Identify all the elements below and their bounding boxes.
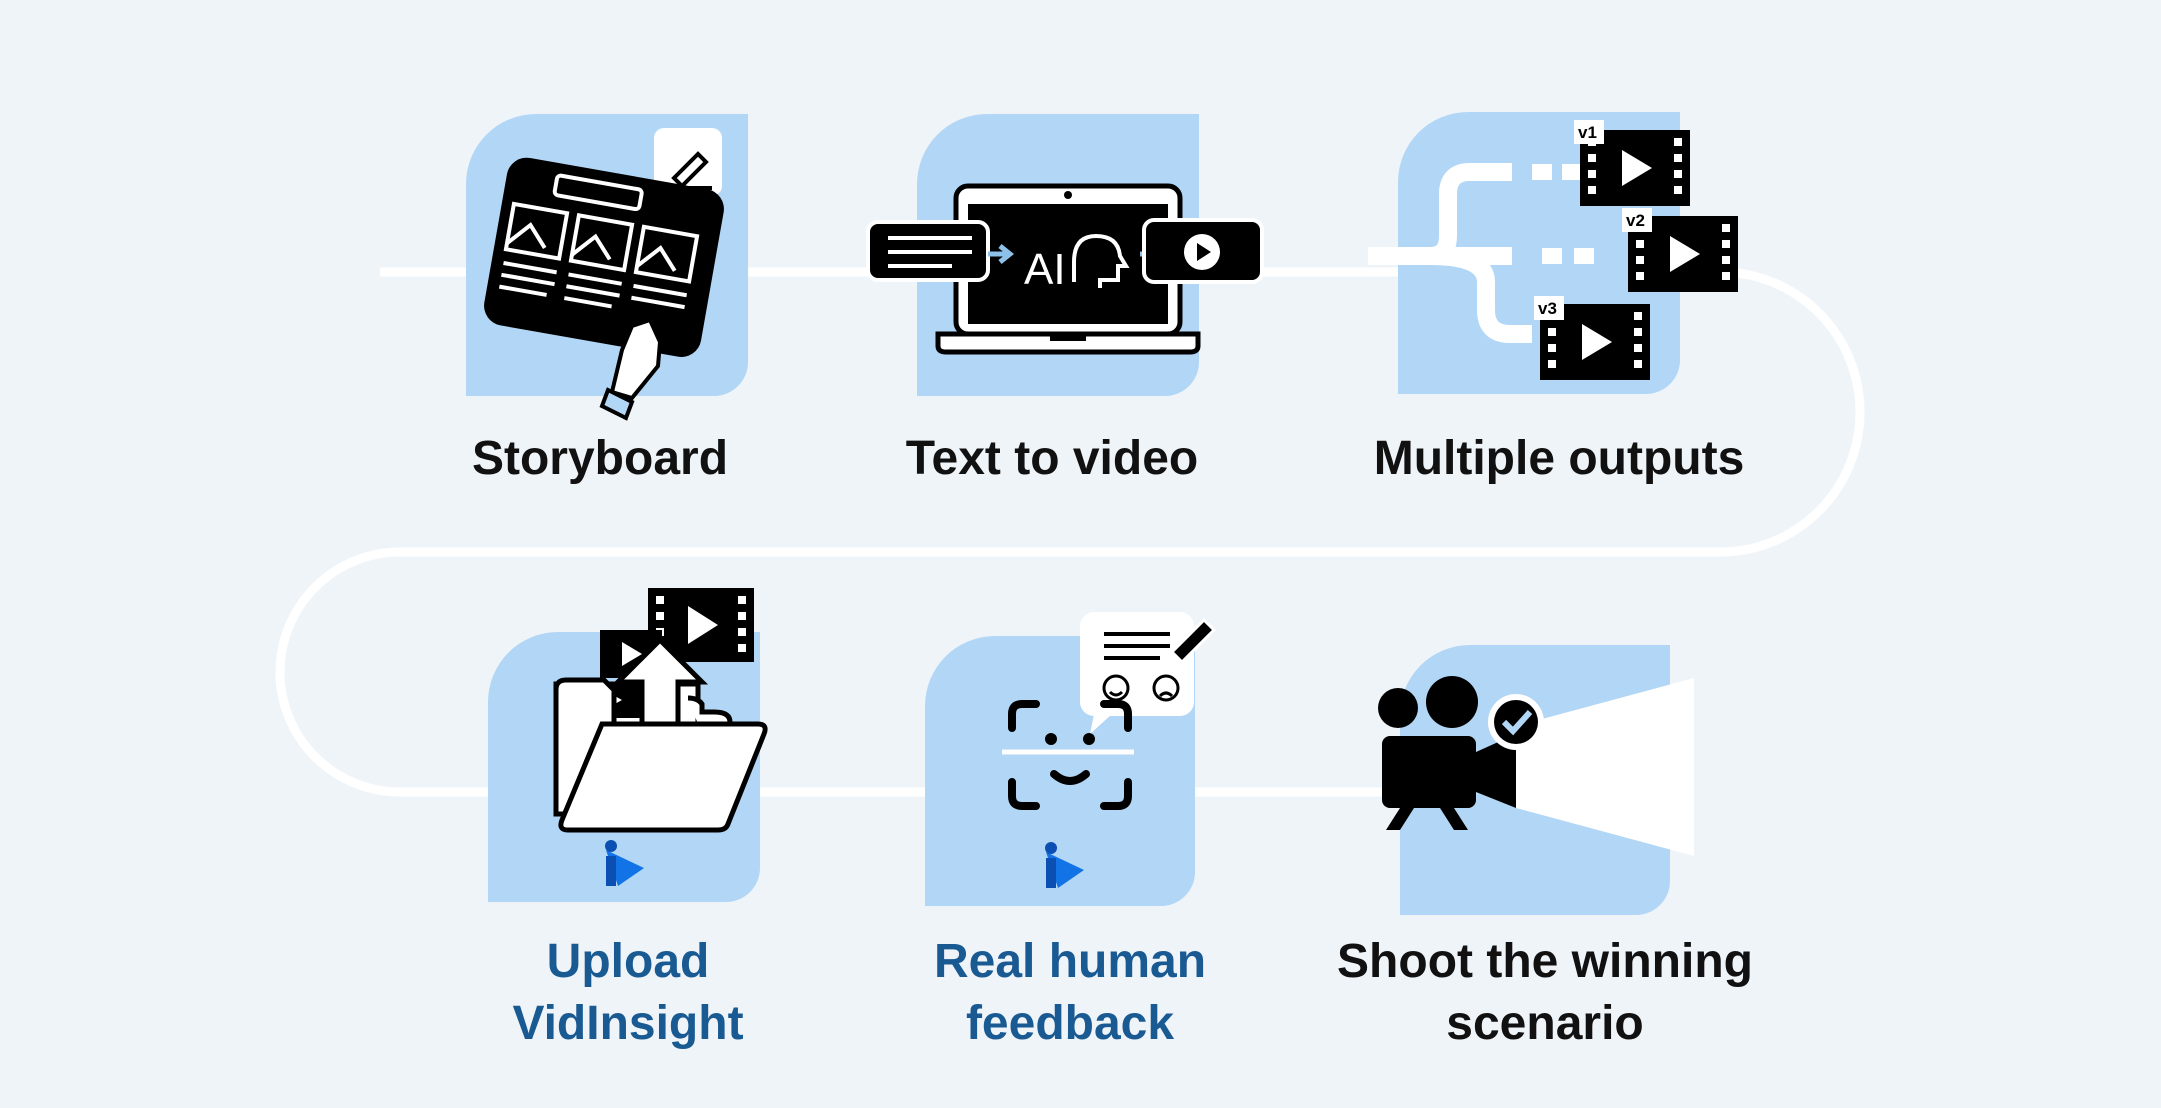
check-circle-icon	[1488, 694, 1544, 750]
step-label-shoot-line2: scenario	[1446, 997, 1644, 1050]
upload-arrow-icon	[611, 636, 709, 727]
upload-folder-icon	[553, 588, 768, 886]
vidinsight-logo-icon-2	[1045, 842, 1084, 888]
text-to-video-icon: AI	[866, 183, 1264, 355]
step-label-feedback: Real human feedback	[870, 931, 1270, 1055]
step-label-upload-line2: VidInsight	[512, 997, 744, 1050]
feedback-card-icon	[1080, 612, 1217, 734]
step-label-shoot-line1: Shoot the winning	[1337, 935, 1753, 988]
storyboard-icon	[484, 128, 724, 421]
video-camera-icon	[1378, 676, 1694, 856]
film-v1-icon: v1	[1574, 120, 1690, 206]
step-label-feedback-line2: feedback	[965, 997, 1175, 1050]
hand-icon	[599, 317, 663, 421]
text-document-icon	[866, 220, 990, 282]
step-label-shoot: Shoot the winning scenario	[1300, 931, 1790, 1055]
ai-text: AI	[1024, 245, 1066, 294]
frown-icon	[1152, 674, 1180, 702]
video-play-icon	[1142, 218, 1264, 284]
film-v2-icon: v2	[1622, 208, 1738, 292]
film-v3-icon: v3	[1534, 296, 1650, 380]
step-label-feedback-line1: Real human	[933, 935, 1207, 988]
face-scan-icon	[1002, 612, 1217, 888]
v1-label: v1	[1578, 123, 1597, 142]
v3-label: v3	[1538, 299, 1557, 318]
vidinsight-logo-icon	[605, 840, 644, 886]
projector-beam-icon	[1516, 678, 1694, 856]
step-label-upload: Upload VidInsight	[428, 931, 828, 1055]
v2-label: v2	[1626, 211, 1645, 230]
step-label-text-to-video: Text to video	[905, 432, 1199, 485]
step-label-storyboard: Storyboard	[471, 432, 729, 485]
step-label-multiple-outputs: Multiple outputs	[1373, 432, 1745, 485]
multiple-outputs-icon: v1 v2 v3	[1368, 120, 1738, 380]
step-label-upload-line1: Upload	[546, 935, 710, 988]
pen-icon	[1169, 617, 1217, 665]
